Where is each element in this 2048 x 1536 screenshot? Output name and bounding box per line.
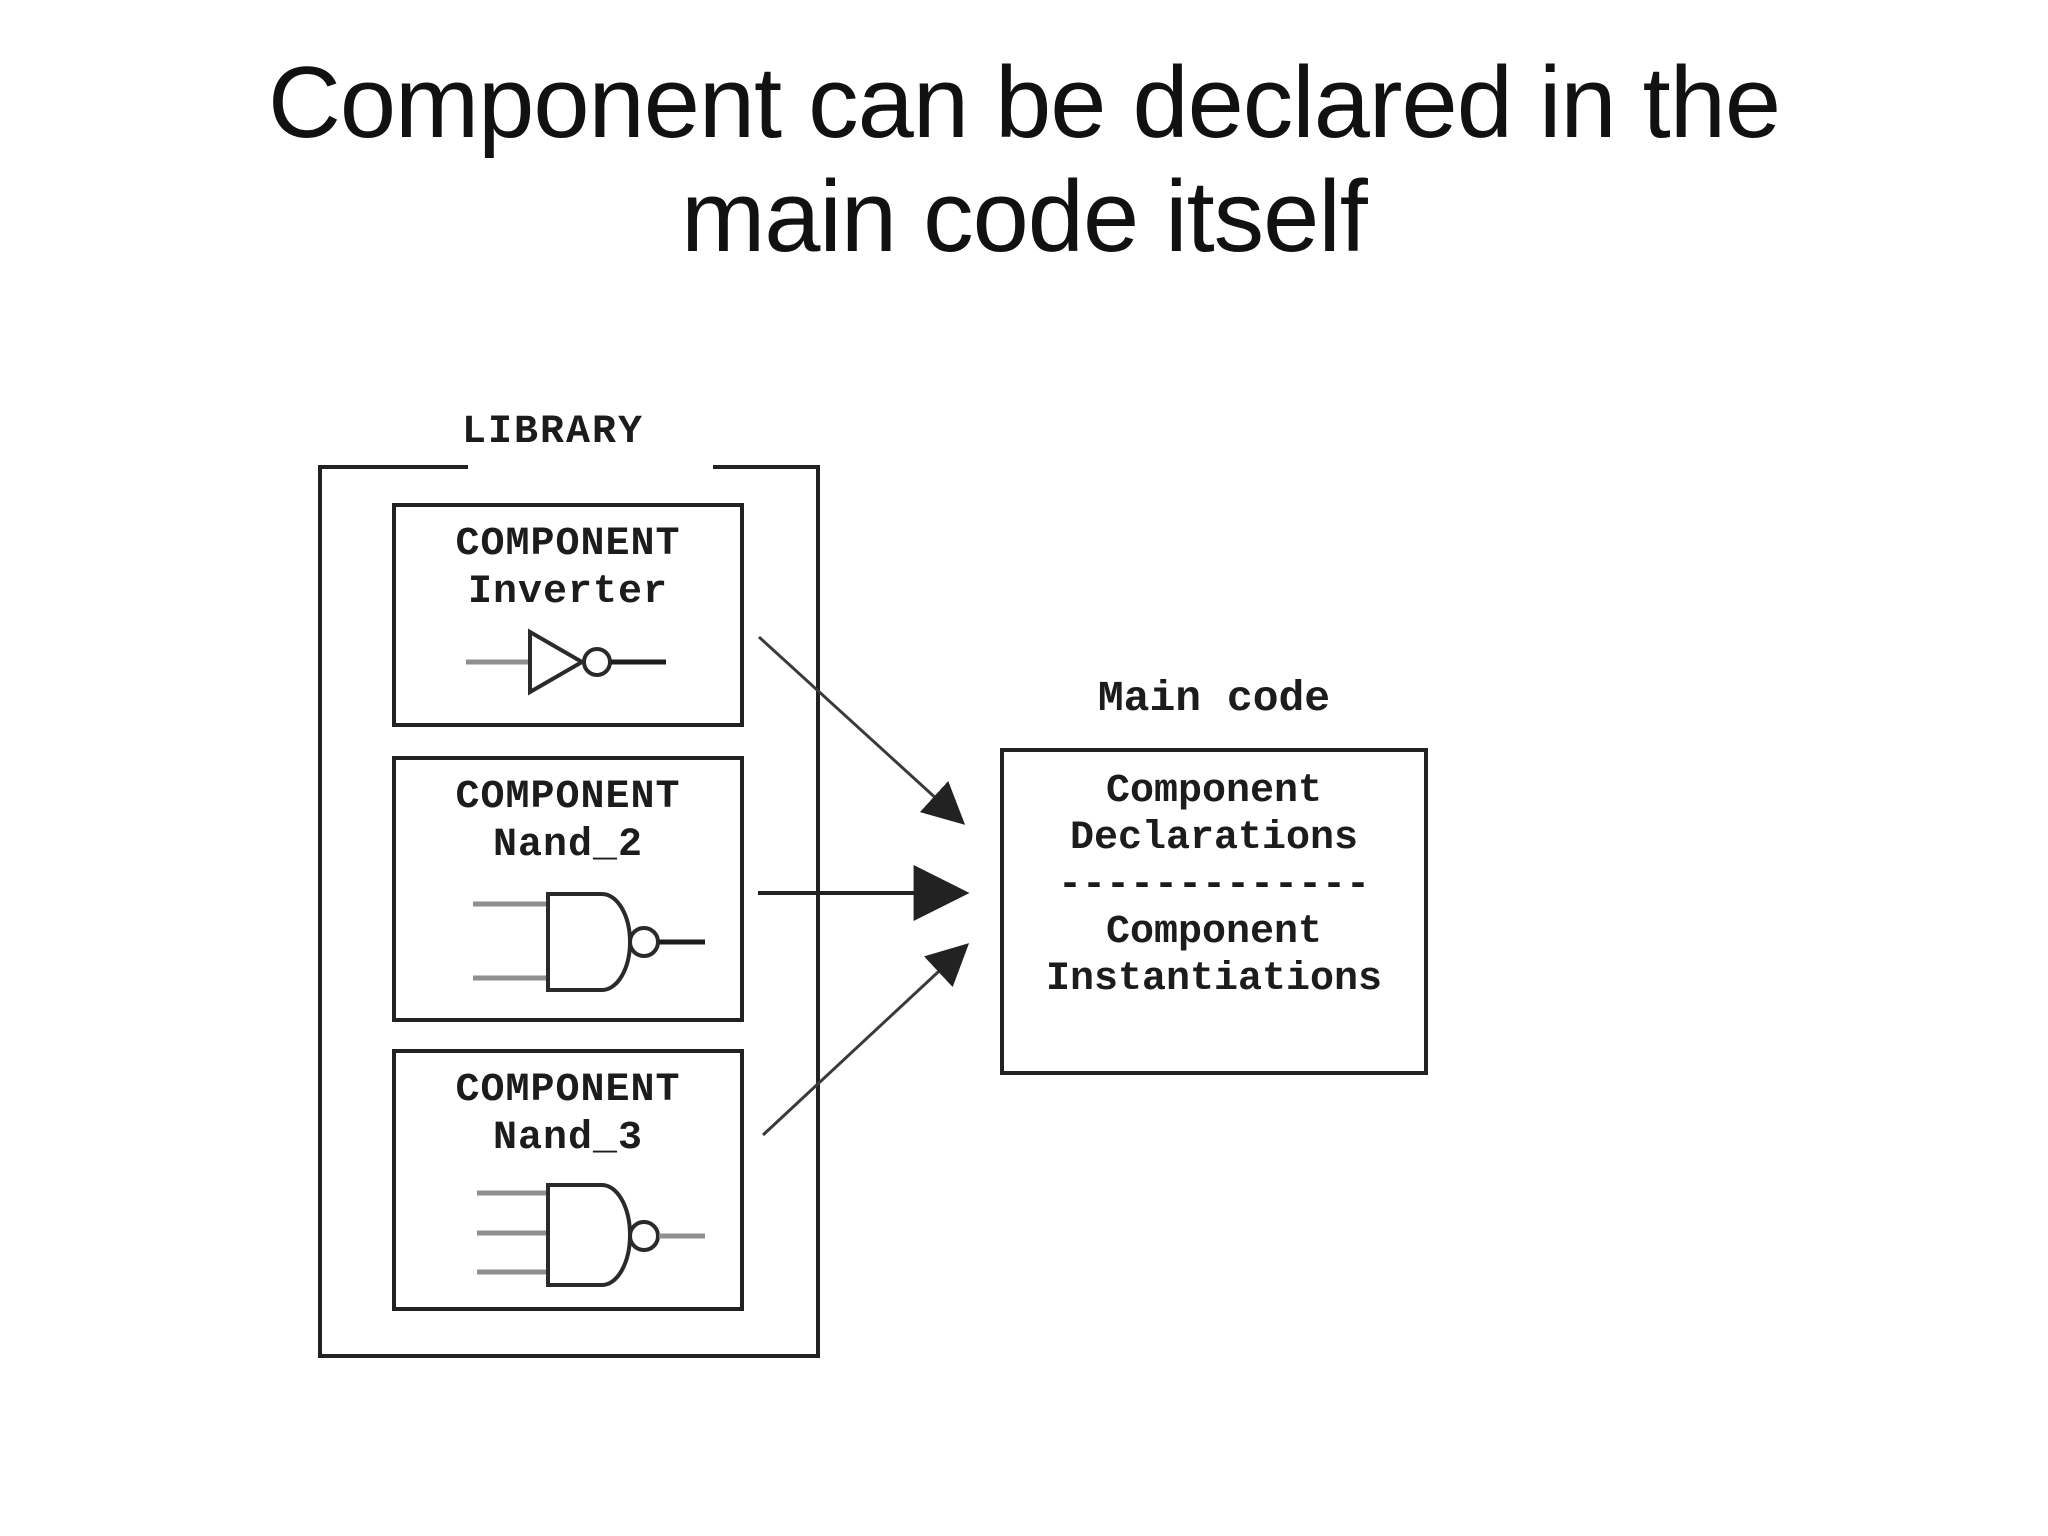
component-name-nand3: Nand_3 bbox=[492, 1116, 644, 1161]
main-code-line: Component bbox=[1105, 910, 1323, 955]
library-box-top-border-left bbox=[318, 465, 468, 469]
nand3-gate-icon bbox=[477, 1183, 705, 1287]
nand2-gate-icon bbox=[473, 892, 705, 992]
library-label: LIBRARY bbox=[462, 410, 645, 455]
main-code-line: Instantiations bbox=[1045, 957, 1383, 1002]
component-box-nand3: COMPONENT Nand_3 bbox=[392, 1049, 744, 1311]
nand3-gate-body bbox=[546, 1183, 632, 1287]
main-code-box: Component Declarations ------------- Com… bbox=[1000, 748, 1428, 1075]
library-box bbox=[318, 465, 820, 1358]
component-heading: COMPONENT bbox=[455, 522, 681, 567]
library-box-top-border-right bbox=[713, 465, 820, 469]
component-heading: COMPONENT bbox=[455, 775, 681, 820]
inverter-gate-icon bbox=[466, 628, 666, 696]
inverter-bubble bbox=[582, 647, 612, 677]
main-code-divider: ------------- bbox=[1057, 863, 1371, 908]
main-code-line: Declarations bbox=[1069, 816, 1359, 861]
main-code-label: Main code bbox=[1097, 674, 1331, 723]
nand2-bubble bbox=[628, 926, 660, 958]
slide-title-line-1: Component can be declared in the bbox=[267, 47, 1781, 159]
nand3-bubble bbox=[628, 1220, 660, 1252]
slide-title-line-2: main code itself bbox=[681, 161, 1368, 273]
slide-title: Component can be declared in the main co… bbox=[0, 46, 2048, 274]
component-box-inverter: COMPONENT Inverter bbox=[392, 503, 744, 727]
component-box-nand2: COMPONENT Nand_2 bbox=[392, 756, 744, 1022]
inverter-triangle bbox=[528, 628, 587, 696]
component-name-inverter: Inverter bbox=[467, 570, 669, 615]
main-code-line: Component bbox=[1105, 769, 1323, 814]
component-name-nand2: Nand_2 bbox=[492, 823, 644, 868]
nand2-gate-body bbox=[546, 892, 632, 992]
component-heading: COMPONENT bbox=[455, 1068, 681, 1113]
